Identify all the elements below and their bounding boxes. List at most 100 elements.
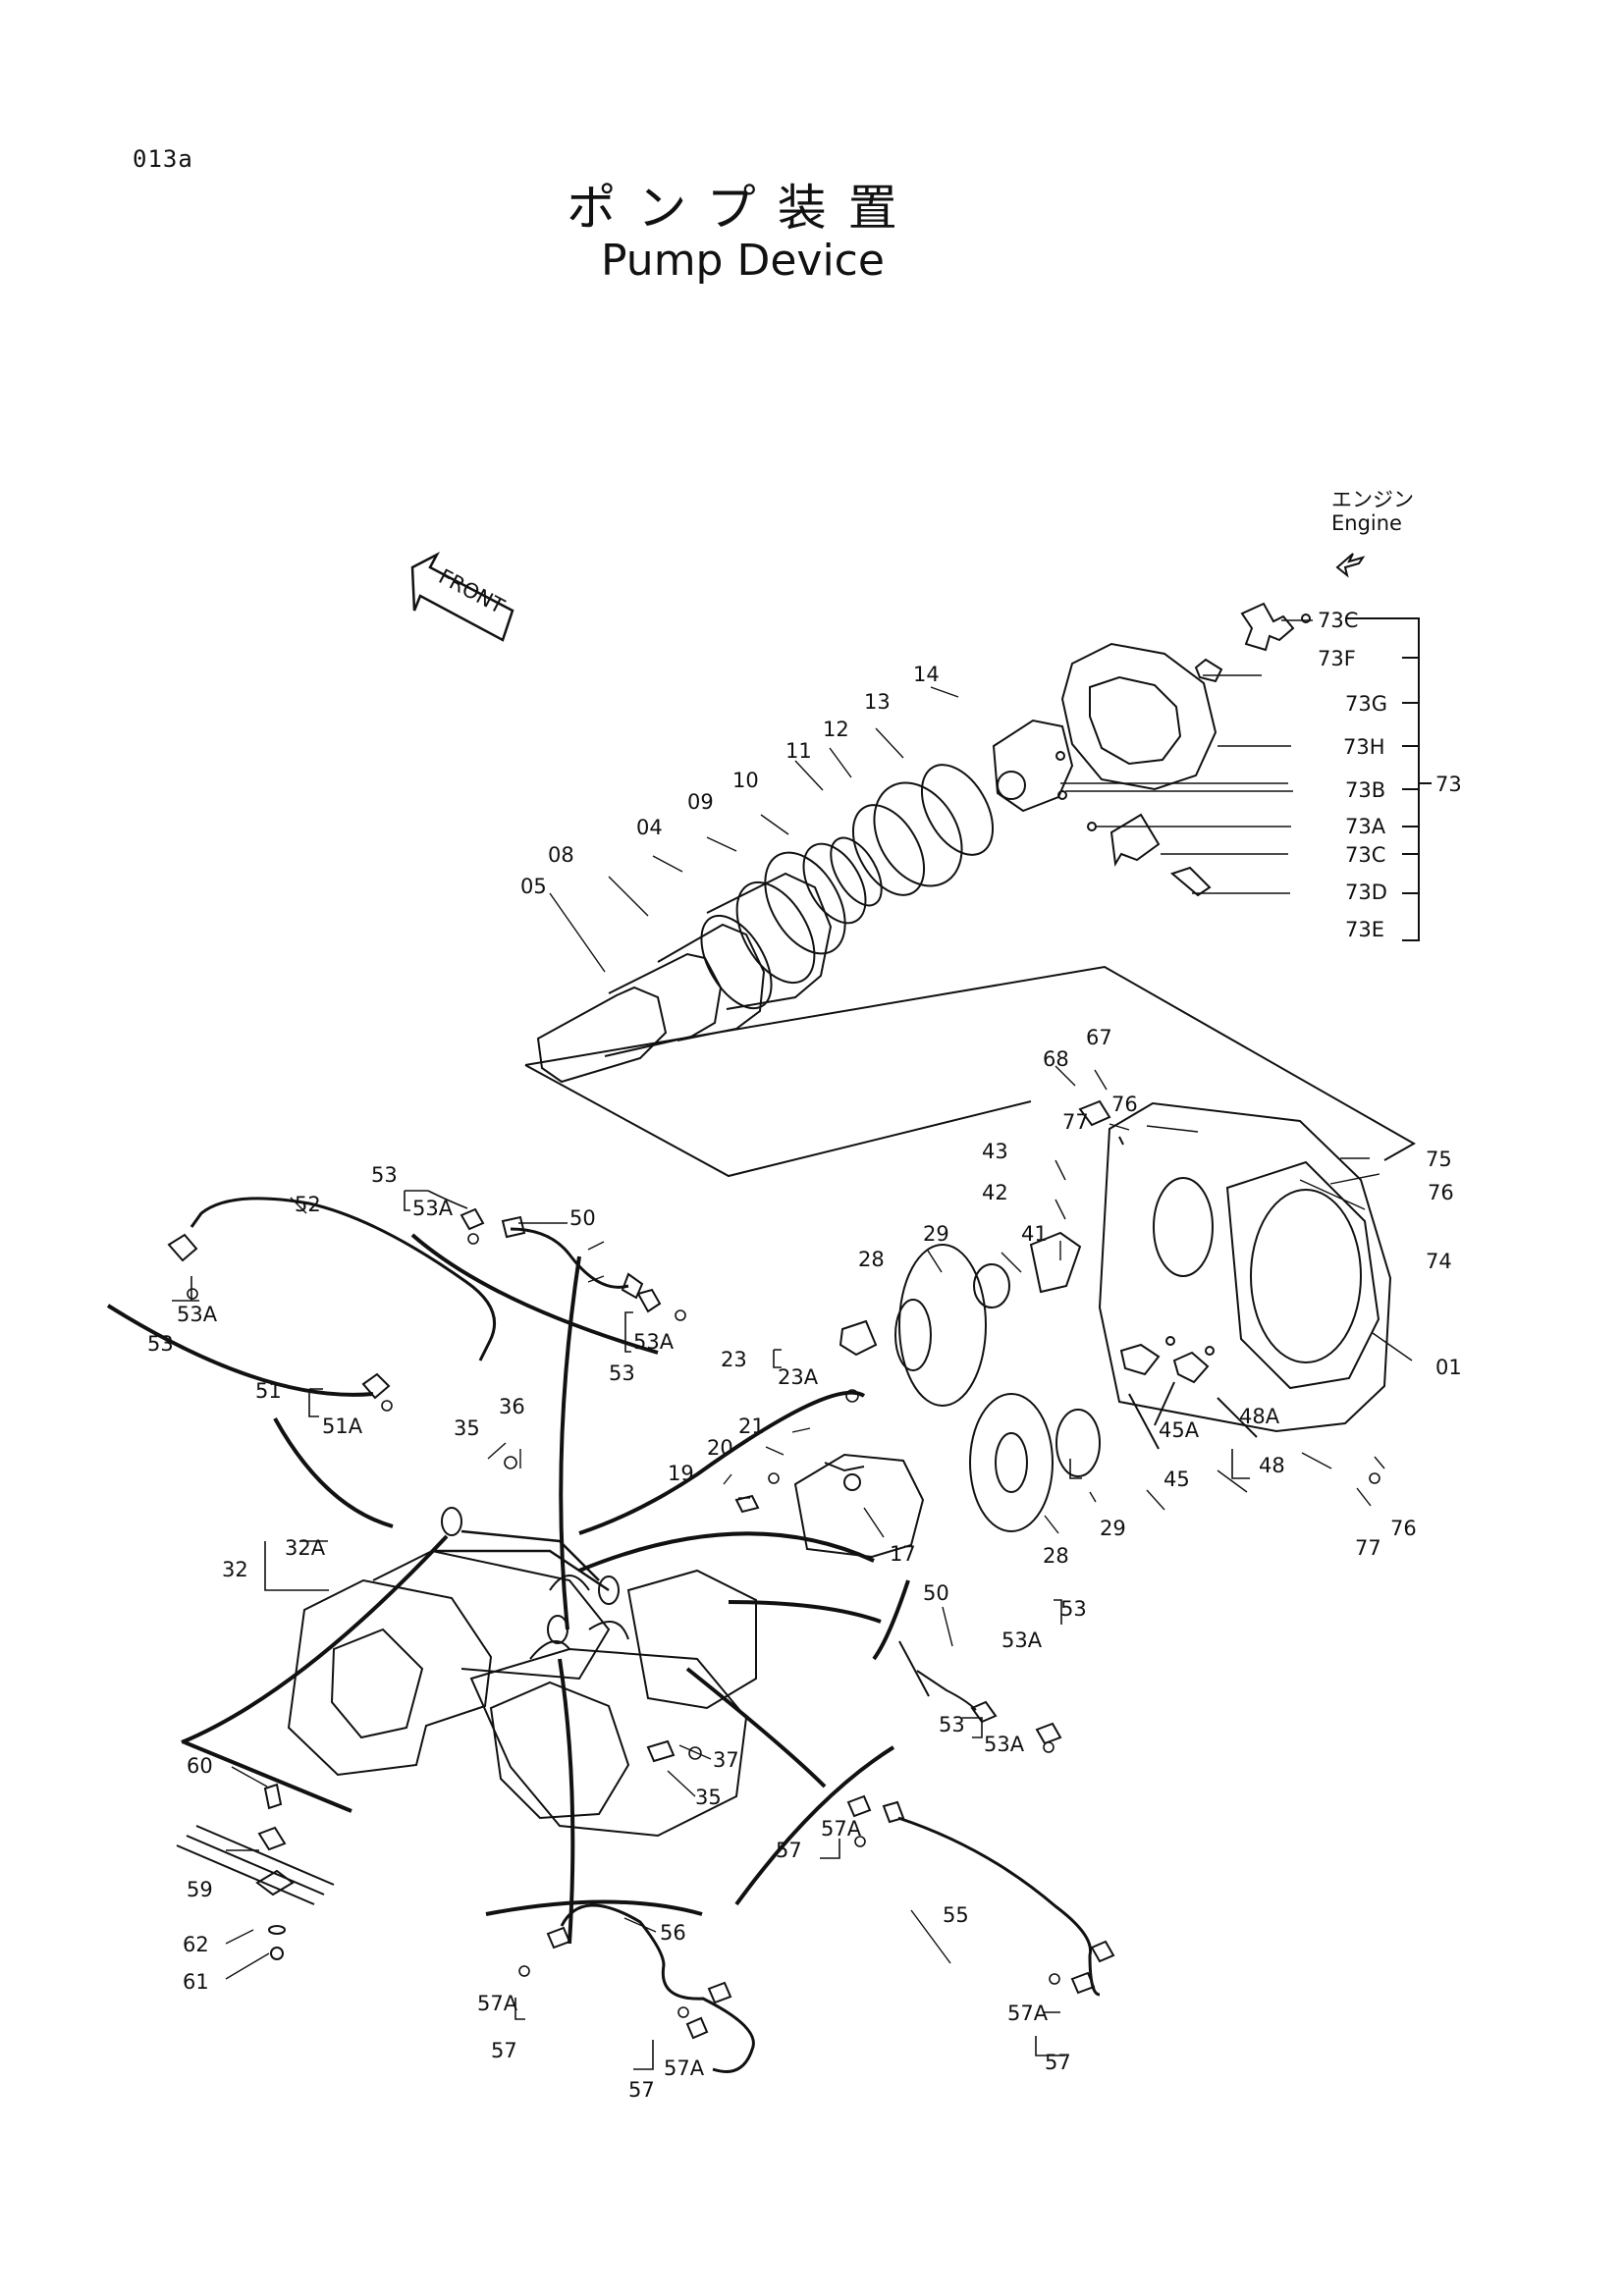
label-13: 13	[864, 690, 891, 714]
leader-lines	[225, 619, 1413, 2013]
label-50-b: 50	[923, 1581, 949, 1605]
label-73G: 73G	[1345, 692, 1387, 716]
front-arrow-icon	[410, 552, 514, 642]
label-01: 01	[1435, 1356, 1462, 1379]
part-labels: 73C 73F 73G 73H 73B 73A 73C 73D 73E 73 1…	[147, 609, 1462, 2102]
bracket-73	[1345, 617, 1432, 941]
shaft-assembly	[536, 764, 995, 1084]
label-73: 73	[1435, 773, 1462, 796]
label-28-top: 28	[858, 1248, 885, 1271]
label-41: 41	[1021, 1222, 1048, 1246]
label-57A-a: 57A	[821, 1817, 862, 1841]
label-10: 10	[732, 769, 759, 792]
pipe-50-lower	[898, 1640, 1062, 1745]
label-75: 75	[1426, 1148, 1452, 1171]
label-53-d: 53	[1060, 1597, 1087, 1621]
label-19: 19	[668, 1462, 694, 1485]
label-57A-c: 57A	[664, 2056, 705, 2080]
label-23: 23	[721, 1348, 747, 1371]
label-61: 61	[183, 1970, 209, 1994]
label-57-d: 57	[1045, 2051, 1071, 2074]
label-28-bottom: 28	[1043, 1544, 1069, 1568]
gear-pump-17	[734, 1319, 925, 1559]
engine-direction-arrow	[1335, 553, 1366, 578]
label-08: 08	[548, 843, 574, 867]
title-english: Pump Device	[601, 236, 885, 286]
label-77-bottom: 77	[1355, 1536, 1381, 1560]
label-35-b: 35	[695, 1786, 722, 1809]
o-rings	[187, 1233, 1380, 2018]
label-59: 59	[187, 1878, 213, 1901]
label-74: 74	[1426, 1250, 1452, 1273]
label-56: 56	[660, 1921, 686, 1945]
label-53A-e: 53A	[984, 1733, 1025, 1756]
label-55: 55	[943, 1903, 969, 1927]
label-20: 20	[707, 1436, 733, 1460]
pipe-55	[846, 1794, 1115, 1997]
pipe-50-upper	[460, 1207, 662, 1313]
plugs-45-48	[1119, 1336, 1258, 1450]
label-60: 60	[187, 1754, 213, 1778]
label-62: 62	[183, 1933, 209, 1956]
label-29-top: 29	[923, 1222, 949, 1246]
label-35-a: 35	[454, 1416, 480, 1440]
label-32: 32	[222, 1558, 248, 1581]
label-09: 09	[687, 790, 714, 814]
label-50-a: 50	[569, 1206, 596, 1230]
label-57-a: 57	[776, 1839, 802, 1862]
label-45: 45	[1163, 1468, 1190, 1491]
pump-housing	[1078, 1099, 1392, 1433]
label-53A-d: 53A	[1001, 1629, 1043, 1652]
label-76-top: 76	[1111, 1093, 1138, 1116]
label-76-right: 76	[1428, 1181, 1454, 1204]
label-43: 43	[982, 1140, 1008, 1163]
label-53A-a: 53A	[412, 1197, 454, 1220]
label-53A-c: 53A	[633, 1330, 675, 1354]
label-05: 05	[520, 875, 547, 898]
label-04: 04	[636, 816, 663, 839]
label-36: 36	[499, 1395, 525, 1418]
callout-brackets	[172, 1190, 1250, 2070]
label-48: 48	[1259, 1454, 1285, 1477]
label-12: 12	[823, 718, 849, 741]
callout-lines	[106, 1233, 910, 1945]
main-pump-32	[287, 1507, 757, 1838]
label-57-c: 57	[628, 2078, 655, 2102]
label-53-c: 53	[609, 1362, 635, 1385]
mount-parts-60-59-62-61	[176, 1783, 335, 1960]
label-73C-bottom: 73C	[1345, 843, 1385, 867]
page-code: 013a	[133, 145, 193, 173]
label-45A: 45A	[1159, 1418, 1200, 1442]
gear-28-upper	[894, 1231, 1082, 1407]
pipe-56	[546, 1903, 755, 2073]
pipe-52	[167, 1197, 496, 1400]
label-73F: 73F	[1318, 647, 1356, 670]
title-japanese: ポンプ装置	[567, 180, 919, 237]
label-67: 67	[1086, 1026, 1112, 1049]
label-48A: 48A	[1239, 1405, 1280, 1428]
label-77-top: 77	[1062, 1110, 1089, 1134]
engine-label-jp: エンジン	[1331, 488, 1414, 511]
label-73B: 73B	[1345, 778, 1385, 802]
label-29-bottom: 29	[1100, 1517, 1126, 1540]
label-53-b: 53	[147, 1332, 174, 1356]
coupling-assembly	[992, 602, 1311, 897]
label-42: 42	[982, 1181, 1008, 1204]
label-53-a: 53	[371, 1163, 398, 1187]
label-57-b: 57	[491, 2039, 517, 2062]
label-73D: 73D	[1345, 881, 1387, 904]
label-52: 52	[295, 1193, 321, 1216]
label-76-bottom: 76	[1390, 1517, 1417, 1540]
label-57A-d: 57A	[1007, 2002, 1049, 2025]
label-73C-top: 73C	[1318, 609, 1358, 632]
label-51: 51	[255, 1379, 282, 1403]
engine-label-en: Engine	[1331, 511, 1402, 535]
label-37: 37	[713, 1748, 739, 1772]
gear-28-lower	[969, 1393, 1101, 1532]
label-68: 68	[1043, 1047, 1069, 1071]
label-17: 17	[890, 1542, 916, 1566]
label-32A: 32A	[285, 1536, 326, 1560]
label-11: 11	[785, 739, 812, 763]
label-73E: 73E	[1345, 918, 1384, 941]
